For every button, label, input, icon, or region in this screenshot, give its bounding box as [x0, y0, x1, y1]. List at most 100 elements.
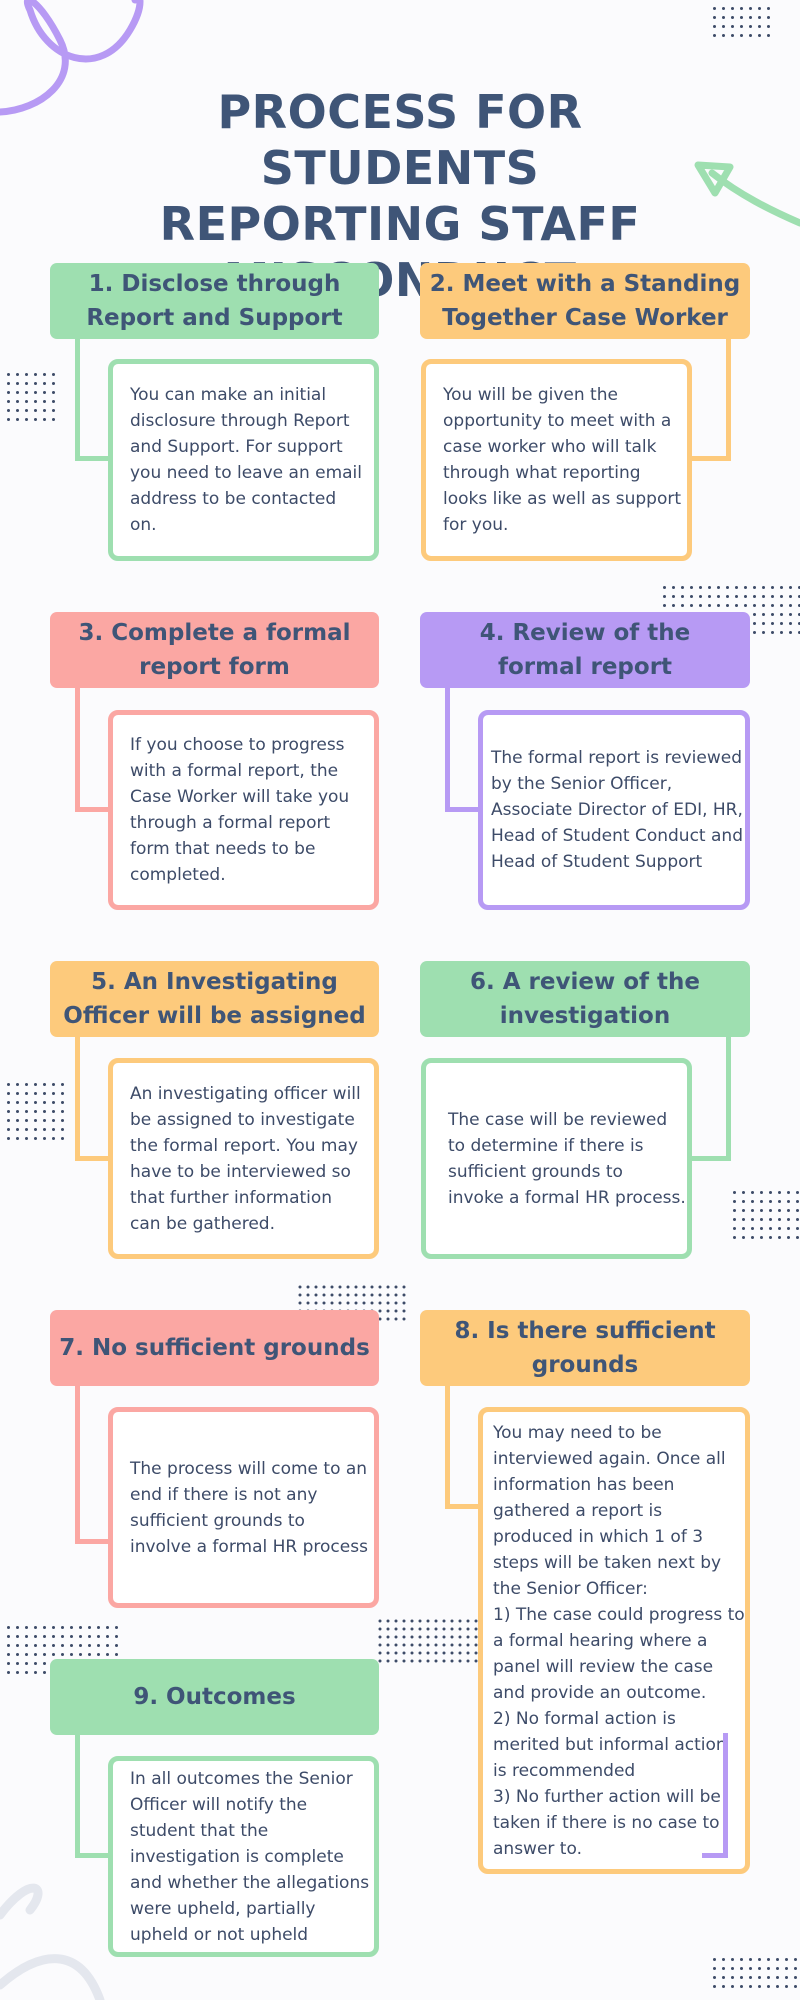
body-line: information has been [493, 1474, 675, 1495]
body-line: the formal report. You may [130, 1135, 358, 1156]
body-line: Head of Student Support [491, 852, 703, 872]
body-line: looks like as well as support [443, 489, 682, 509]
body-line: through what reporting [443, 463, 641, 483]
body-line: on. [130, 515, 157, 535]
step-4-body: The formal report is reviewed by the Sen… [478, 710, 750, 910]
body-line: You can make an initial [130, 385, 327, 405]
connector-line [689, 338, 731, 461]
body-line: with a formal report, the [130, 761, 339, 781]
purple-accent-line [702, 1733, 728, 1858]
step-3-header: 3. Complete a formal report form [50, 612, 379, 688]
dot-pattern [4, 370, 58, 428]
step-8-body: You may need to be interviewed again. On… [478, 1407, 750, 1874]
body-line: that further information [130, 1187, 333, 1208]
body-line: a formal hearing where a [493, 1630, 708, 1651]
step-3-body: If you choose to progress with a formal … [108, 710, 379, 910]
body-line: steps will be taken next by [493, 1552, 722, 1573]
body-line: The formal report is reviewed [491, 748, 742, 768]
connector-line [445, 1384, 481, 1509]
connector-line [75, 1035, 111, 1161]
body-line: student that the [130, 1820, 269, 1841]
body-line: sufficient grounds to [130, 1510, 305, 1531]
heading-line: 6. A review of the [469, 969, 700, 995]
connector-line [75, 338, 111, 461]
heading-line: 3. Complete a formal [78, 620, 351, 646]
body-line: 2) No formal action is [493, 1708, 676, 1729]
body-line: by the Senior Officer, [491, 774, 673, 794]
dot-pattern [710, 1955, 800, 1995]
step-6-header: 6. A review of the investigation [420, 961, 750, 1037]
heading-line: 7. No sufficient grounds [59, 1335, 370, 1361]
body-line: interviewed again. Once all [493, 1448, 726, 1469]
body-line: In all outcomes the Senior [130, 1768, 353, 1789]
body-line: gathered a report is [493, 1500, 663, 1521]
body-line: to determine if there is [448, 1135, 644, 1156]
heading-line: 9. Outcomes [133, 1684, 296, 1710]
heading-line: Report and Support [86, 305, 343, 331]
body-line: and whether the allegations [130, 1872, 370, 1893]
body-line: The case will be reviewed [448, 1109, 668, 1130]
heading-line: 8. Is there sufficient [454, 1318, 716, 1344]
body-line: case worker who will talk [443, 437, 657, 457]
connector-line [445, 687, 481, 812]
swirl-decoration-bottom [0, 1883, 105, 2000]
body-line: You will be given the [443, 385, 618, 405]
body-line: Case Worker will take you [130, 787, 350, 807]
body-line: investigation is complete [130, 1846, 344, 1867]
heading-line: 1. Disclose through [88, 271, 341, 297]
step-9-header: 9. Outcomes [50, 1659, 379, 1735]
heading-line: 2. Meet with a Standing [429, 271, 741, 297]
body-line: taken if there is no case to [493, 1812, 720, 1833]
body-line: 3) No further action will be [493, 1786, 721, 1807]
connector-line [75, 1384, 111, 1544]
body-line: You may need to be [493, 1422, 662, 1443]
arrow-decoration [694, 161, 800, 227]
body-line: for you. [443, 515, 509, 535]
step-7-body: The process will come to an end if there… [108, 1407, 379, 1608]
body-line: answer to. [493, 1838, 582, 1859]
body-line: The process will come to an [130, 1458, 368, 1479]
body-line: sufficient grounds to [448, 1161, 623, 1182]
body-line: Officer will notify the [130, 1794, 308, 1815]
body-line: involve a formal HR process [130, 1536, 368, 1557]
step-9-body: In all outcomes the Senior Officer will … [108, 1756, 379, 1957]
step-5-body: An investigating officer will be assigne… [108, 1058, 379, 1259]
body-line: disclosure through Report [130, 411, 350, 431]
body-line: is recommended [493, 1760, 636, 1781]
body-line: address to be contacted [130, 489, 337, 509]
body-line: and provide an outcome. [493, 1682, 707, 1703]
step-2-body: You will be given the opportunity to mee… [421, 359, 692, 561]
body-line: 1) The case could progress to [493, 1604, 745, 1625]
heading-line: 4. Review of the [479, 620, 691, 646]
heading-line: investigation [499, 1003, 671, 1029]
swirl-decoration [0, 0, 144, 116]
heading-line: Officer will be assigned [63, 1003, 366, 1029]
dot-pattern [710, 4, 773, 44]
step-1-body: You can make an initial disclosure throu… [108, 359, 379, 561]
heading-line: report form [139, 654, 290, 680]
body-line: Head of Student Conduct and [491, 826, 743, 846]
dot-pattern [376, 1617, 480, 1669]
body-line: through a formal report [130, 813, 331, 833]
body-line: form that needs to be [130, 839, 316, 859]
title-line: REPORTING STAFF [159, 197, 641, 251]
body-line: be assigned to investigate [130, 1109, 355, 1130]
body-line: can be gathered. [130, 1213, 275, 1234]
body-line: Associate Director of EDI, HR, [491, 800, 743, 820]
title-line: PROCESS FOR STUDENTS [217, 85, 583, 195]
body-line: merited but informal action [493, 1734, 727, 1755]
body-line: If you choose to progress [130, 735, 345, 755]
heading-line: Together Case Worker [442, 305, 728, 331]
body-line: you need to leave an email [130, 463, 362, 483]
body-line: end if there is not any [130, 1484, 318, 1505]
body-line: produced in which 1 of 3 [493, 1526, 704, 1547]
body-line: upheld or not upheld [130, 1924, 309, 1945]
body-line: An investigating officer will [130, 1083, 361, 1104]
body-line: panel will review the case [493, 1656, 714, 1677]
body-line: the Senior Officer: [493, 1578, 648, 1599]
